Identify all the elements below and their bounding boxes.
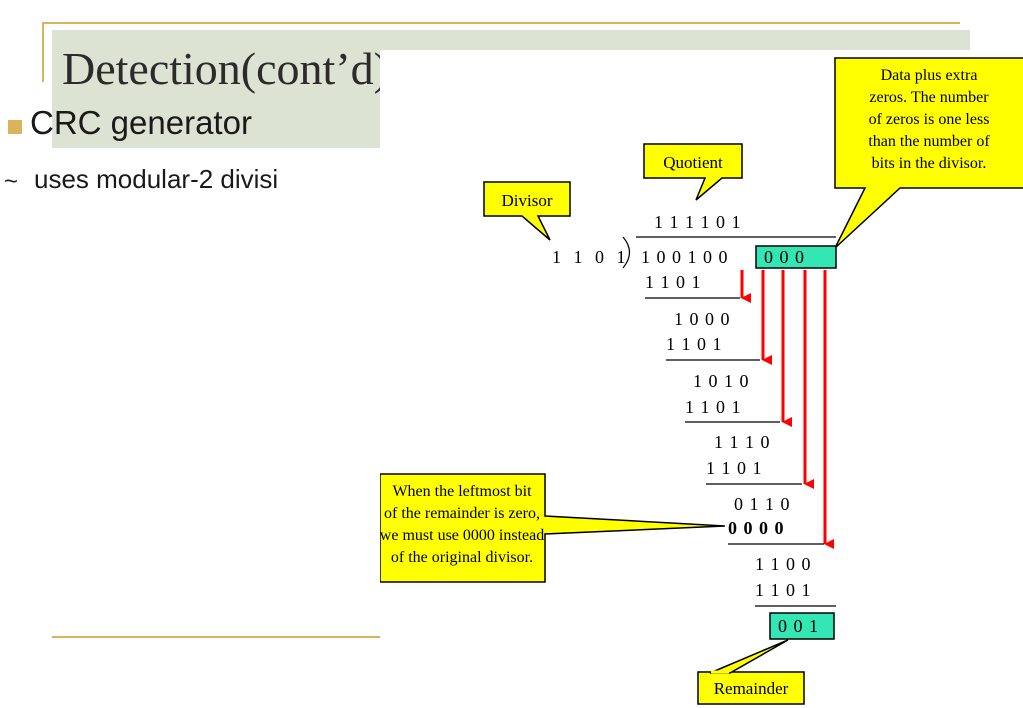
remainder-box: [769, 612, 835, 640]
divisor-callout: Divisor: [483, 181, 571, 241]
zero-note-callout: When the leftmost bit of the remainder i…: [380, 473, 726, 583]
tilde-bullet-icon: ~: [4, 168, 19, 195]
division-bracket: [622, 236, 631, 269]
divisor-value: 1 1 0 1: [552, 247, 630, 267]
step-line-5: 1 1 0 1: [685, 397, 742, 417]
crc-diagram-svg: Data plus extra zeros. The number of zer…: [380, 57, 1023, 705]
data-note-line-5: bits in the divisor.: [872, 155, 987, 172]
step-line-3: 1 1 0 1: [666, 334, 723, 354]
data-note-line-1: Data plus extra: [881, 67, 978, 84]
bottom-rule: [52, 636, 382, 638]
title-rule-left: [42, 22, 44, 82]
data-note-line-4: than the number of: [868, 133, 990, 150]
zero-note-line-2: of the remainder is zero,: [384, 505, 540, 522]
remainder-value: 0 0 1: [778, 616, 819, 636]
divisor-bubble: [483, 181, 571, 241]
quotient-value: 1 1 1 1 0 1: [654, 212, 742, 232]
step-line-7: 1 1 0 1: [706, 458, 763, 478]
step-line-11: 1 1 0 1: [755, 580, 812, 600]
data-note-callout: Data plus extra zeros. The number of zer…: [834, 57, 1023, 249]
step-line-8: 0 1 1 0: [734, 494, 791, 514]
quotient-label: Quotient: [663, 153, 723, 172]
extra-zeros-box: [755, 245, 837, 269]
quotient-bubble: [643, 143, 743, 201]
step-line-6: 1 1 1 0: [714, 432, 771, 452]
zero-note-bubble: [380, 473, 726, 583]
step-line-9: 0 0 0 0: [728, 518, 785, 538]
step-line-1: 1 1 0 1: [645, 272, 702, 292]
remainder-label: Remainder: [714, 679, 789, 698]
zero-note-line-3: we must use 0000 instead: [380, 527, 544, 544]
data-note-line-2: zeros. The number: [869, 89, 989, 106]
remainder-bubble: [697, 671, 805, 705]
quotient-callout: Quotient: [643, 143, 743, 201]
remainder-callout: Remainder: [697, 639, 805, 705]
zero-note-line-1: When the leftmost bit: [392, 483, 532, 500]
remainder-pointer: [709, 639, 789, 674]
bullet-square-icon: [8, 120, 22, 134]
zero-note-line-4: of the original divisor.: [391, 549, 533, 566]
data-note-line-3: of zeros is one less: [869, 111, 990, 128]
dividend-value: 1 0 0 1 0 0: [641, 247, 729, 267]
step-line-2: 1 0 0 0: [674, 309, 731, 329]
title-rule: [42, 22, 960, 24]
slide-title: Detection(cont’d): [62, 43, 389, 94]
bullet-text: CRC generator: [30, 104, 252, 141]
sub-bullet-text: uses modular-2 divisi: [34, 164, 279, 194]
extra-zeros-value: 0 0 0: [764, 247, 805, 267]
data-note-bubble: [834, 57, 1023, 249]
crc-division-figure: Data plus extra zeros. The number of zer…: [380, 50, 1023, 708]
step-line-4: 1 0 1 0: [693, 371, 750, 391]
step-line-10: 1 1 0 0: [755, 554, 812, 574]
divisor-label: Divisor: [502, 191, 553, 210]
